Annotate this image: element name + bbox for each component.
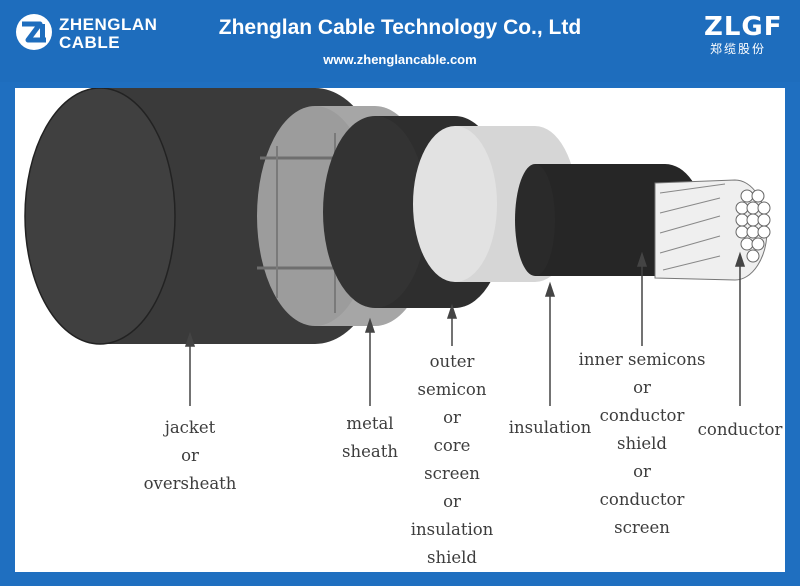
label-conductor: conductor [695,416,785,444]
conductor-strand [659,183,726,194]
outer-semicon-face [323,116,427,308]
label-outer-semicon: outer semicon or core screen or insulati… [402,348,502,572]
label-line: conductor [599,490,685,509]
insulation-face [413,126,497,282]
label-line: inner semicons [578,350,706,369]
logo-text-line1: ZHENGLAN [59,15,158,34]
logo-text-line2: CABLE [59,33,121,52]
label-jacket: jacket or oversheath [125,414,255,498]
page-title: Zhenglan Cable Technology Co., Ltd [218,16,582,39]
label-line: oversheath [143,474,237,493]
label-line: outer [429,352,475,371]
label-line: insulation [508,418,592,437]
label-line: jacket [164,418,216,437]
label-line: semicon [417,380,487,399]
label-line: or [633,378,651,397]
conductor-strand [659,215,721,234]
company-logo[interactable]: ZHENGLAN CABLE [14,12,158,54]
label-insulation: insulation [500,414,600,442]
brand-subtitle: 郑缆股份 [710,42,767,56]
conductor-end-face [735,189,771,263]
label-line: screen [424,464,480,483]
header-bar: ZHENGLAN CABLE Zhenglan Cable Technology… [0,0,800,82]
label-metal-sheath: metal sheath [330,410,410,466]
website-link[interactable]: www.zhenglancable.com [323,52,477,67]
diagram-panel: jacket or oversheath metal sheath outer … [15,88,785,572]
label-line: or [443,408,461,427]
label-line: conductor [599,406,685,425]
label-line: conductor [697,420,783,439]
label-line: metal [346,414,394,433]
label-line: insulation [410,520,494,539]
conductor-strand [659,197,721,214]
logo-mark-icon [16,14,52,50]
label-line: sheath [342,442,398,461]
inner-semicon-face [515,164,555,276]
label-line: or [443,492,461,511]
label-inner-semicon: inner semicons or conductor shield or co… [577,346,707,542]
label-line: shield [427,548,477,567]
label-line: core [433,436,471,455]
brand-logo[interactable]: ZLGF 郑缆股份 [702,10,792,60]
label-line: or [633,462,651,481]
label-line: shield [617,434,667,453]
label-line: or [181,446,199,465]
label-line: screen [614,518,670,537]
jacket-end-face [24,88,176,345]
brand-mark: ZLGF [704,12,783,42]
conductor-strand [662,255,721,271]
conductor-strand [659,235,721,254]
pointer-arrows [184,251,746,406]
cable-cross-section-diagram [24,88,771,406]
